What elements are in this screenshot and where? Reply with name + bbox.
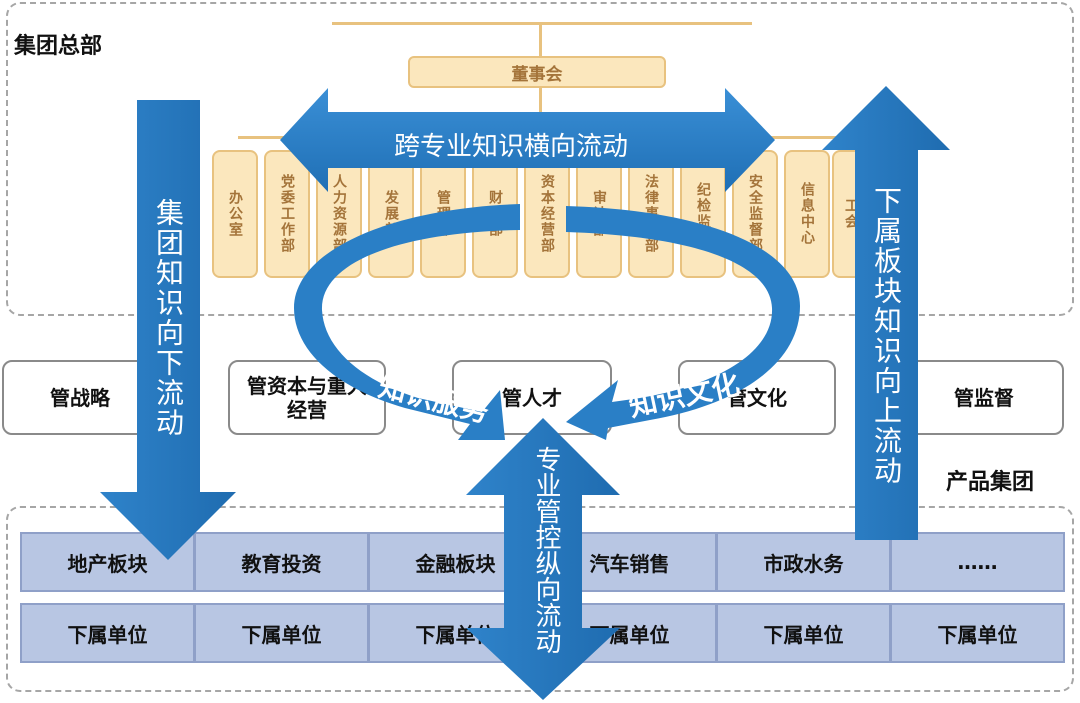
down-flow-arrow: [100, 100, 236, 560]
circular-flow-right: [566, 206, 800, 440]
down-flow-label: 集团知识向下流动: [152, 198, 185, 438]
function-supervision: 管监督: [904, 360, 1064, 435]
sector-cell: ……: [890, 532, 1065, 592]
up-flow-label: 下属板块知识向上流动: [870, 186, 903, 486]
vertical-flow-arrow: [466, 418, 620, 700]
sector-cell: 地产板块: [20, 532, 195, 592]
department-box: 信息中心: [784, 150, 830, 278]
hq-region: [6, 2, 1074, 316]
horizontal-flow-label: 跨专业知识横向流动: [394, 132, 629, 162]
unit-cell: 下属单位: [20, 603, 195, 663]
up-flow-arrow: [822, 86, 950, 540]
function-strategy: 管战略: [2, 360, 158, 435]
unit-cell: 下属单位: [716, 603, 891, 663]
sector-cell: 市政水务: [716, 532, 891, 592]
circular-flow-left: [294, 204, 520, 440]
department-box: 资本经营部: [524, 150, 570, 278]
product-group-title: 产品集团: [946, 470, 1035, 495]
org-connector: [332, 22, 752, 25]
unit-cell: 下属单位: [890, 603, 1065, 663]
department-box: 党委工作部: [264, 150, 310, 278]
org-connector: [539, 24, 542, 58]
unit-cell: 下属单位: [194, 603, 369, 663]
department-box: 发展部: [368, 150, 414, 278]
board-box: 董事会: [408, 56, 666, 88]
hq-title: 集团总部: [14, 34, 103, 59]
org-connector: [539, 86, 542, 136]
department-box: 办公室: [212, 150, 258, 278]
horizontal-flow-arrow: [280, 88, 775, 192]
vertical-flow-label: 专业管控纵向流动: [531, 446, 561, 654]
sector-cell: 教育投资: [194, 532, 369, 592]
